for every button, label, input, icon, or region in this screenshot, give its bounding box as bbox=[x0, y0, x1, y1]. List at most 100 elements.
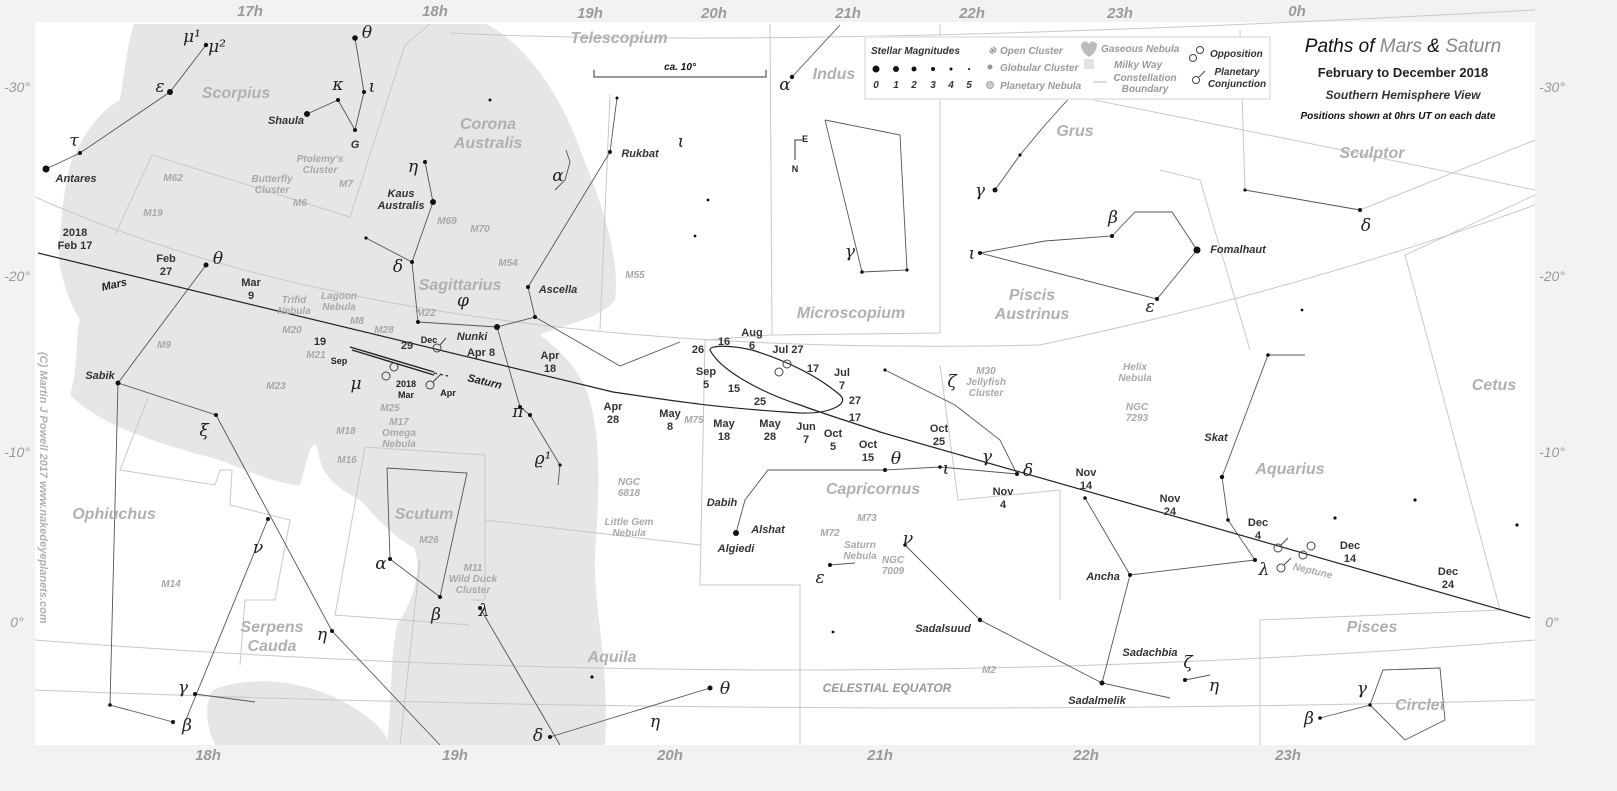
star-name: Sadalmelik bbox=[1068, 695, 1126, 707]
star-designation: β bbox=[1107, 208, 1118, 228]
deep-sky-label: Little Gem bbox=[605, 517, 654, 528]
star-designation: μ² bbox=[208, 37, 226, 57]
star-designation: η bbox=[1209, 676, 1220, 696]
title-amp: & bbox=[1422, 36, 1445, 57]
deep-sky-label: Saturn bbox=[844, 540, 876, 551]
constellation-lines bbox=[45, 24, 1446, 746]
opposition-conjunction-symbols bbox=[381, 337, 1316, 573]
deep-sky-label: M75 bbox=[684, 415, 704, 426]
star-designation: γ bbox=[178, 678, 189, 698]
constellation-label: Cauda bbox=[248, 638, 297, 655]
deep-sky-label: Trifid bbox=[282, 295, 308, 306]
magnitude-label: 0 bbox=[873, 80, 879, 91]
star-designation: β bbox=[1303, 709, 1314, 729]
constellation-label: Telescopium bbox=[570, 30, 667, 47]
legend-boundary-1: Constellation bbox=[1113, 73, 1176, 84]
ra-label-top: 17h bbox=[237, 3, 263, 20]
star-designation: γ bbox=[982, 447, 993, 467]
star-name: Sabik bbox=[85, 370, 115, 382]
deep-sky-label: Cluster bbox=[303, 165, 339, 176]
mars-date-label: 18 bbox=[544, 363, 556, 375]
asterism-label: Circlet bbox=[1395, 697, 1445, 714]
mars-date-label: 26 bbox=[692, 344, 704, 356]
deep-sky-label: Nebula bbox=[382, 439, 416, 450]
star-designation: η bbox=[650, 712, 661, 732]
constellation-label: Grus bbox=[1056, 123, 1093, 140]
stars bbox=[42, 35, 1519, 739]
dec-label-left: 0° bbox=[10, 614, 24, 630]
mars-date-label: 29 bbox=[401, 340, 413, 352]
legend-open-cluster: Open Cluster bbox=[1000, 46, 1064, 57]
star-name: Nunki bbox=[457, 331, 489, 343]
constellation-label: Corona bbox=[460, 116, 516, 133]
title-saturn: Saturn bbox=[1445, 36, 1501, 57]
deep-sky-label: Cluster bbox=[456, 585, 492, 596]
title-line-1: Paths of Mars & Saturn bbox=[1305, 36, 1501, 57]
star-name: Ancha bbox=[1085, 571, 1120, 583]
celestial-equator-label: CELESTIAL EQUATOR bbox=[823, 681, 952, 695]
constellation-label: Pisces bbox=[1347, 619, 1398, 636]
deep-sky-label: Wild Duck bbox=[449, 574, 498, 585]
mars-date-label: 18 bbox=[718, 431, 730, 443]
mars-date-label: Aug bbox=[741, 327, 762, 339]
constellation-label: Sagittarius bbox=[419, 277, 502, 294]
mars-date-label: 9 bbox=[248, 290, 254, 302]
mars-date-label: 24 bbox=[1164, 506, 1177, 518]
compass-north: N bbox=[792, 164, 799, 174]
mars-date-label: 2018 bbox=[63, 227, 87, 239]
mars-date-label: 27 bbox=[849, 395, 861, 407]
deep-sky-label: M17 bbox=[389, 417, 409, 428]
star-name: Fomalhaut bbox=[1210, 244, 1267, 256]
scale-label: ca. 10° bbox=[664, 62, 697, 73]
opposition-icon bbox=[1189, 46, 1204, 62]
star-designation: β bbox=[181, 716, 192, 736]
constellation-label: Indus bbox=[813, 66, 856, 83]
mars-date-label: 4 bbox=[1000, 499, 1007, 511]
deep-sky-label: NGC bbox=[618, 477, 641, 488]
mars-date-label: May bbox=[659, 408, 681, 420]
star-designation: μ bbox=[350, 374, 361, 394]
milky-way-icon bbox=[1084, 59, 1094, 69]
deep-sky-label: Cluster bbox=[255, 185, 291, 196]
star-designation: τ bbox=[69, 131, 79, 151]
mars-date-label: Feb bbox=[156, 253, 176, 265]
deep-sky-label: Butterfly bbox=[251, 174, 293, 185]
saturn-date-label: 2018 bbox=[396, 379, 416, 389]
saturn-date-label: Sep bbox=[331, 356, 348, 366]
mars-date-label: 27 bbox=[160, 266, 172, 278]
star-designation: α bbox=[552, 166, 564, 186]
star-designation: λ bbox=[1258, 560, 1270, 580]
star-designation: ζ bbox=[947, 372, 958, 392]
star-designation: ν bbox=[903, 529, 913, 549]
mars-date-label: 25 bbox=[933, 436, 945, 448]
mars-date-label: Dec bbox=[1438, 566, 1458, 578]
saturn-date-label: Apr bbox=[440, 388, 456, 398]
ra-label-bottom: 18h bbox=[195, 747, 221, 764]
deep-sky-label: Nebula bbox=[277, 306, 311, 317]
mars-date-label: 17 bbox=[807, 363, 819, 375]
dec-label-right: -30° bbox=[1539, 79, 1565, 95]
star-designation: θ bbox=[213, 249, 223, 269]
star-name: Antares bbox=[55, 173, 97, 185]
star-designation: γ bbox=[845, 242, 856, 262]
title-line-3: Southern Hemisphere View bbox=[1326, 88, 1482, 102]
constellation-label: Serpens bbox=[240, 619, 303, 636]
mars-date-label: 19 bbox=[314, 336, 326, 348]
scale-bar: ca. 10° bbox=[593, 62, 767, 78]
mars-date-label: Nov bbox=[993, 486, 1015, 498]
star-designation: π bbox=[511, 402, 524, 422]
mars-date-label: Apr 8 bbox=[467, 347, 495, 359]
constellation-label: Cetus bbox=[1472, 377, 1517, 394]
star-designation: κ bbox=[331, 75, 343, 95]
star-designation: ι bbox=[369, 77, 376, 97]
title-prefix: Paths of bbox=[1305, 36, 1380, 57]
star-name: Algiedi bbox=[717, 543, 756, 555]
star-name: Australis bbox=[376, 200, 424, 212]
mars-date-label: Apr bbox=[541, 350, 561, 362]
deep-sky-label: M28 bbox=[374, 325, 394, 336]
mars-date-label: 24 bbox=[1442, 579, 1455, 591]
star-designation: α bbox=[375, 554, 387, 574]
saturn-date-label: Dec bbox=[421, 335, 438, 345]
